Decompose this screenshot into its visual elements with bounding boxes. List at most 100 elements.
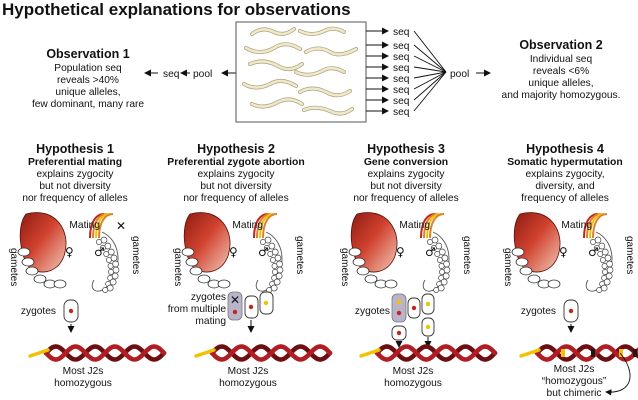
sperm-gamete [96, 239, 102, 245]
sperm-gamete [433, 287, 440, 293]
gametes-label: gametes [130, 236, 141, 274]
sperm-gamete [272, 269, 278, 275]
sperm-gamete [108, 269, 114, 275]
individual-seq-arrows [366, 27, 389, 115]
female-body [350, 212, 398, 273]
egg-gamete [356, 266, 370, 276]
egg-gamete [384, 279, 398, 289]
male-symbol-icon: ♂ [94, 245, 105, 259]
egg-gamete [17, 247, 31, 257]
male-strand [592, 213, 608, 239]
chimeric-pointer-arrow [605, 352, 631, 396]
zygotes-hyp-3 [391, 293, 435, 348]
male-symbol-icon: ♂ [588, 245, 599, 259]
mating-panel-3 [348, 212, 451, 293]
sperm-gamete [601, 263, 608, 269]
mutation-mark [619, 349, 623, 357]
sperm-gamete [599, 257, 606, 263]
chromatid [374, 344, 498, 362]
hypothesis-4: Hypothesis 4 Somatic hypermutation expla… [507, 142, 622, 204]
observation-2-line: unique alleles, [528, 78, 593, 89]
chromosome-helix-3 [359, 344, 498, 362]
seq-output-label: seq [393, 41, 410, 52]
chromosome-helix-4 [519, 344, 638, 362]
mating-panel-1 [17, 212, 120, 293]
hypothesis-line: but not diversity [370, 181, 442, 192]
seq-output-label: seq [393, 52, 410, 63]
gametes-label: gametes [172, 248, 183, 286]
outcome-line: Most J2s [63, 366, 104, 377]
observation-2-heading: Observation 2 [519, 38, 602, 52]
male-strand [98, 213, 114, 239]
male-symbol-icon: ♂ [425, 245, 436, 259]
hypothesis-heading: Hypothesis 2 [197, 142, 275, 156]
hypothesis-line: explains zygocity, [525, 169, 604, 180]
hypothesis-line: but not diversity [200, 181, 272, 192]
female-body [19, 212, 67, 273]
mating-panel-2 [181, 212, 284, 293]
outcome-line: but chimeric [547, 388, 602, 399]
sperm-gamete [434, 251, 441, 257]
mating-label: Mating [561, 220, 592, 231]
telomere-segment [28, 348, 50, 358]
hypothesis-line: nor frequency of alleles [22, 193, 127, 204]
zygotes-label: zygotes [191, 292, 226, 303]
observation-2-line: and majority homozygous. [502, 90, 621, 101]
hypothesis-line: but not diversity [39, 181, 111, 192]
male-symbol-icon: ♂ [258, 245, 269, 259]
female-symbol-icon: ♀ [229, 245, 238, 259]
zygotes-label: from multiple [168, 304, 227, 315]
hypothesis-heading: Hypothesis 1 [36, 142, 114, 156]
hypothesis-line: diversity, and [535, 181, 595, 192]
sperm-gamete [593, 245, 600, 251]
observation-2-line: Individual seq [530, 54, 593, 65]
hypothesis-2: Hypothesis 2 Preferential zygote abortio… [167, 142, 304, 204]
male-strand [262, 213, 278, 239]
egg-gamete [53, 279, 67, 289]
egg-gamete [33, 274, 47, 284]
female-symbol-icon: ♀ [396, 245, 405, 259]
worm-population-box [235, 21, 367, 123]
zygotes-hyp-1 [63, 299, 79, 333]
hypothesis-subheading: Gene conversion [364, 157, 448, 168]
observation-2: Observation 2 Individual seq reveals <6%… [502, 38, 621, 101]
egg-gamete [197, 274, 211, 284]
sperm-gamete [263, 245, 270, 251]
hypothesis-subheading: Preferential zygote abortion [167, 157, 304, 168]
observation-2-line: reveals <6% [533, 66, 589, 77]
sperm-gamete [267, 251, 274, 257]
sperm-gamete [427, 239, 433, 245]
zygotes-label: zygotes [21, 306, 56, 317]
mating-panel-4 [511, 212, 614, 293]
egg-gamete [21, 257, 35, 267]
zygotes-label: zygotes [521, 306, 556, 317]
observation-1-heading: Observation 1 [46, 47, 129, 61]
outcome-line: Most J2s [554, 364, 595, 375]
gametes-label: gametes [502, 248, 513, 286]
hypothesis-subheading: Somatic hypermutation [507, 157, 622, 168]
observation-1-line: reveals >40% [57, 75, 119, 86]
mutation-mark [633, 349, 637, 357]
seq-output-label: seq [393, 96, 410, 107]
female-symbol-icon: ♀ [65, 245, 74, 259]
gametes-label: gametes [339, 248, 350, 286]
egg-gamete [364, 274, 378, 284]
mutation-mark [561, 349, 565, 357]
hypothesis-3: Hypothesis 3 Gene conversion explains zy… [353, 142, 458, 204]
converging-lines [413, 30, 447, 112]
gametes-label: gametes [461, 236, 472, 274]
gametes-label: gametes [624, 236, 635, 274]
sperm-gamete [105, 257, 112, 263]
sperm-gamete [102, 287, 109, 293]
observation-1-line: few dominant, many rare [32, 99, 144, 110]
outcome-line: Most J2s [228, 366, 269, 377]
sperm-gamete [590, 239, 596, 245]
zygotes-hyp-4 [563, 299, 579, 333]
outcome-line: “homozygous” [542, 376, 607, 387]
outcome-line: homozygous [54, 378, 112, 389]
seq-output-label: seq [393, 107, 410, 118]
egg-gamete [527, 274, 541, 284]
sperm-gamete [107, 263, 114, 269]
outcome-line: homozygous [384, 378, 442, 389]
seq-output-labels: seq seq seq seq seq seq seq seq [393, 27, 410, 118]
